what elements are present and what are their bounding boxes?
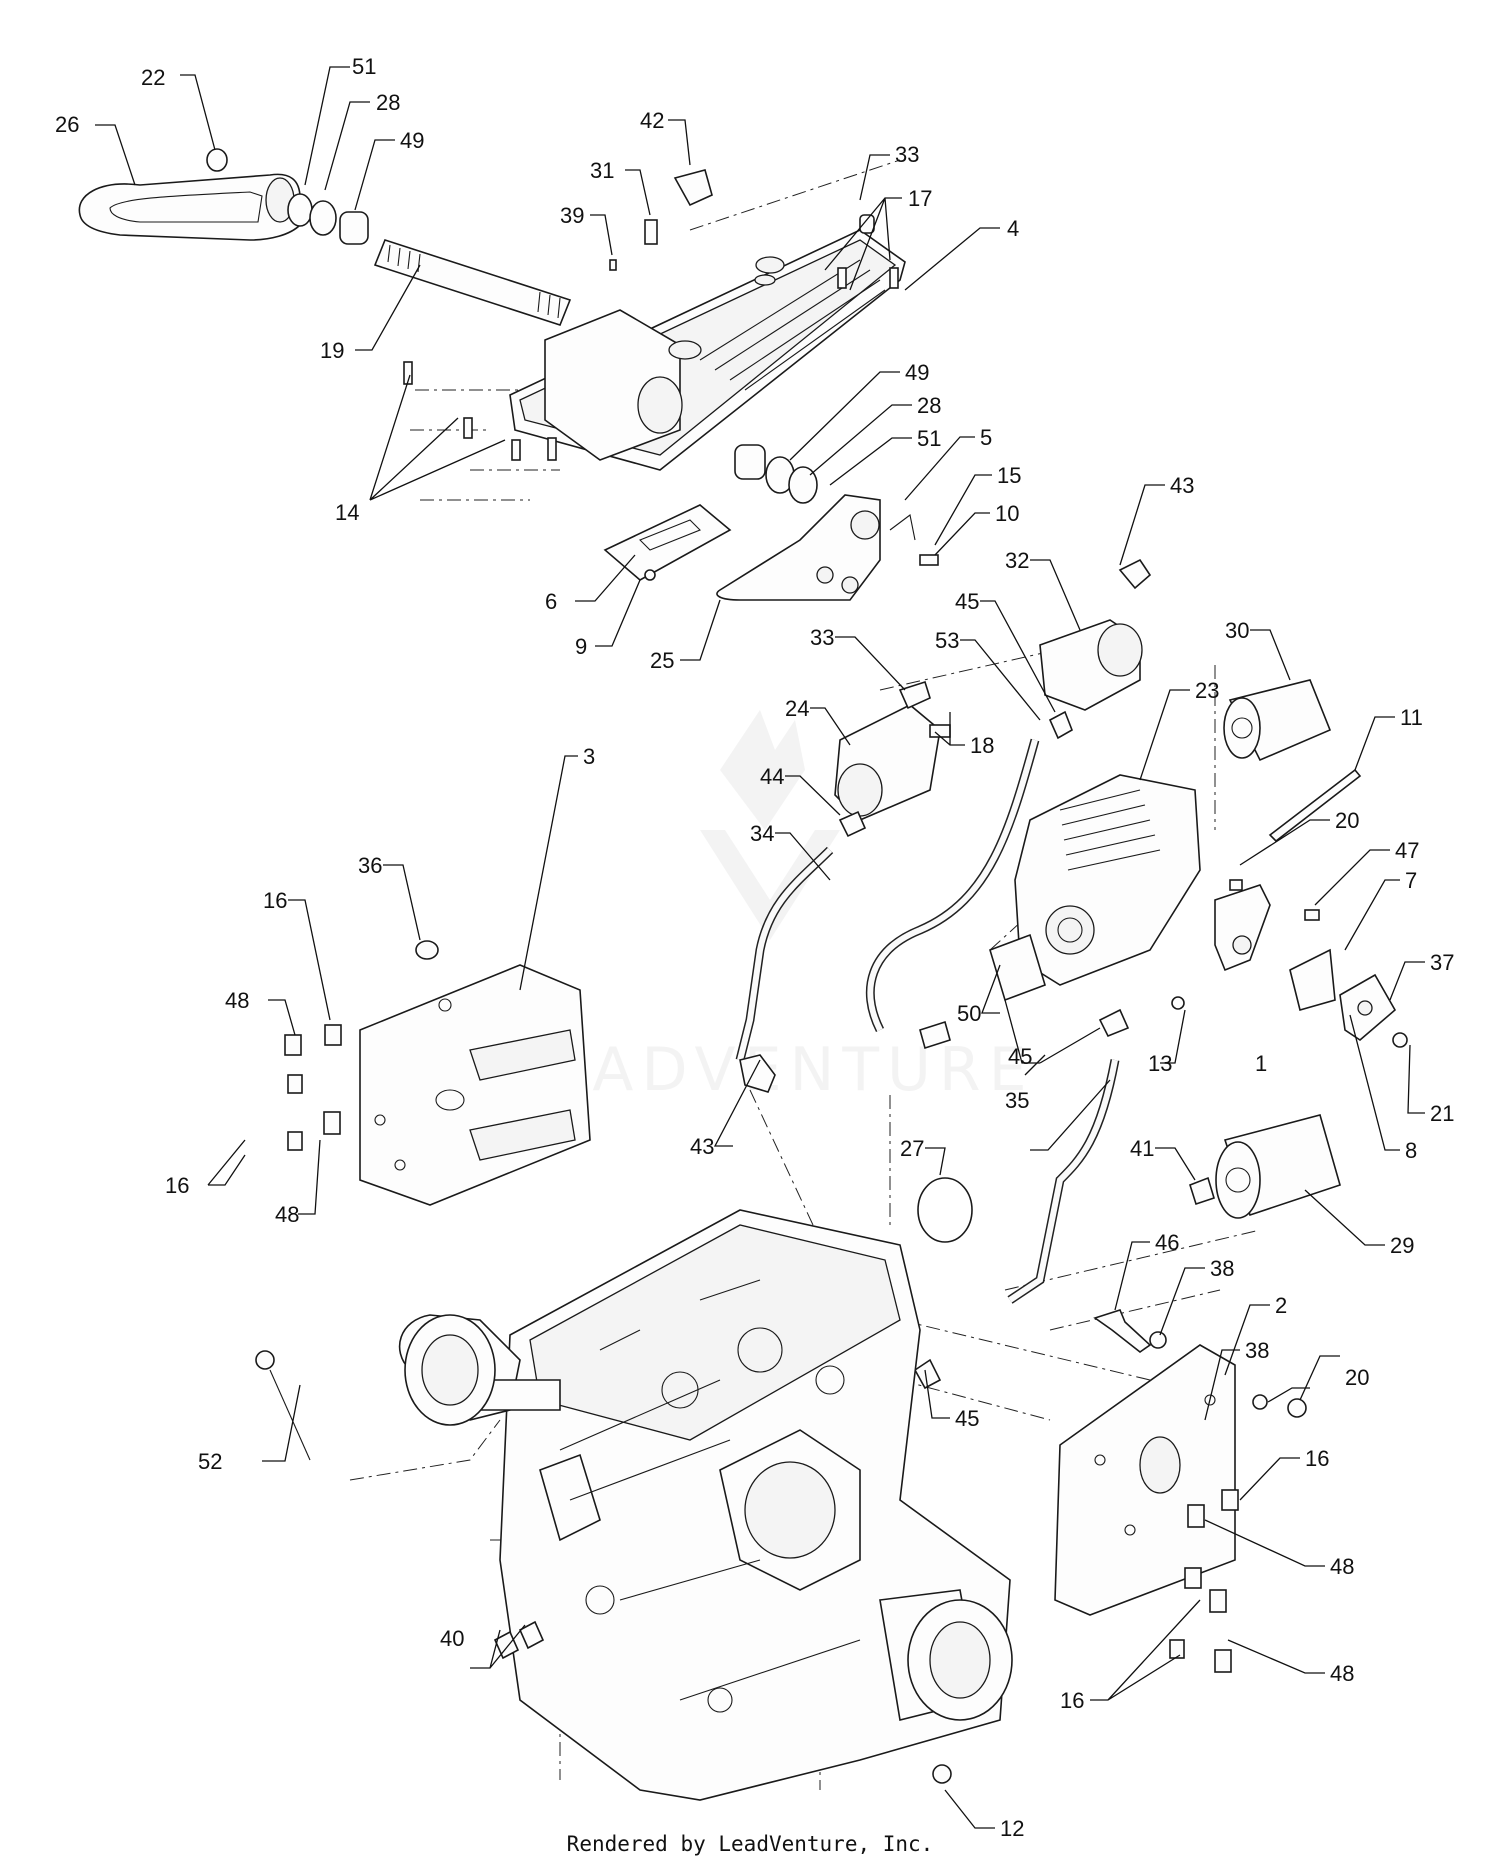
callout-10: 10 [995,501,1019,526]
fasteners-right [1093,1309,1307,1673]
callout-31: 31 [590,158,614,183]
callout-20-lower: 20 [1345,1365,1369,1390]
callout-1: 1 [1255,1051,1267,1076]
callout-17: 17 [908,186,932,211]
callout-46: 46 [1155,1230,1179,1255]
callout-15: 15 [997,463,1021,488]
transaxle-housing [398,1209,1013,1801]
callout-29: 29 [1390,1233,1414,1258]
callout-9: 9 [575,634,587,659]
housing-cover [509,229,906,471]
callout-22: 22 [141,65,165,90]
callout-43-top: 43 [1170,473,1194,498]
callout-40: 40 [440,1626,464,1651]
callout-25: 25 [650,648,674,673]
callout-33-mid: 33 [810,625,834,650]
callout-labels: 22 51 28 49 26 42 31 33 17 39 4 19 14 49… [55,54,1454,1841]
fasteners-left [284,940,439,1151]
callout-16-top-left: 16 [263,888,287,913]
callout-6: 6 [545,589,557,614]
pin-rod [1268,768,1362,843]
callout-43-lower: 43 [690,1134,714,1159]
callout-37: 37 [1430,950,1454,975]
callout-35: 35 [1005,1088,1029,1113]
callout-7: 7 [1405,868,1417,893]
callout-20-upper: 20 [1335,808,1359,833]
watermark-logo: LEADVENTURE [505,710,1027,1105]
callout-32: 32 [1005,548,1029,573]
callout-18: 18 [970,733,994,758]
callout-42: 42 [640,108,664,133]
callout-36: 36 [358,853,382,878]
small-fasteners-upper [403,169,899,461]
cover-plate [603,504,732,581]
callout-4: 4 [1007,216,1019,241]
callout-16-left: 16 [165,1173,189,1198]
callout-11: 11 [1400,705,1423,730]
callout-14: 14 [335,500,359,525]
leader-lines [95,66,1425,1829]
callout-8: 8 [1405,1138,1417,1163]
charge-pump [1039,558,1152,711]
oil-filter-lower [1189,1114,1341,1219]
callout-48-top-left: 48 [225,988,249,1013]
callout-41: 41 [1130,1136,1154,1161]
hydrostatic-pump [989,774,1201,1002]
lift-arm-right [716,494,939,601]
o-ring [917,1177,973,1243]
callout-30: 30 [1225,618,1249,643]
callout-45-top: 45 [955,589,979,614]
callout-50: 50 [957,1001,981,1026]
callout-19: 19 [320,338,344,363]
callout-13: 13 [1148,1051,1172,1076]
callout-51-lower: 51 [917,426,941,451]
callout-48-right: 48 [1330,1554,1354,1579]
callout-48-bottom: 48 [1330,1661,1354,1686]
callout-28-lower: 28 [917,393,941,418]
side-plate-right [1054,1344,1236,1616]
callout-3: 3 [583,744,595,769]
lift-arm-left [78,173,301,241]
callout-38-lower: 38 [1245,1338,1269,1363]
callout-2: 2 [1275,1293,1287,1318]
callout-39: 39 [560,203,584,228]
callout-16-bottom: 16 [1060,1688,1084,1713]
callout-28: 28 [376,90,400,115]
callout-5: 5 [980,425,992,450]
callout-26: 26 [55,112,79,137]
side-plate-left [359,964,591,1206]
callout-34: 34 [750,821,774,846]
callout-49: 49 [400,128,424,153]
callout-33-top: 33 [895,142,919,167]
callout-48-left: 48 [275,1202,299,1227]
drain-plugs [493,1620,545,1660]
callout-45-lower: 45 [955,1406,979,1431]
callout-21: 21 [1430,1101,1454,1126]
oil-filter-upper [1223,679,1332,762]
callout-51: 51 [352,54,376,79]
callout-23: 23 [1195,678,1219,703]
callout-49-lower: 49 [905,360,929,385]
callout-38-upper: 38 [1210,1256,1234,1281]
callout-53: 53 [935,628,959,653]
callout-52: 52 [198,1449,222,1474]
callout-16-right: 16 [1305,1446,1329,1471]
callout-27: 27 [900,1136,924,1161]
callout-45-mid: 45 [1008,1044,1032,1069]
hydraulic-lines [735,738,1120,1304]
callout-12: 12 [1000,1816,1024,1841]
hydraulic-motor [834,680,951,821]
seal-rings-upper [206,148,369,245]
fittings [255,710,1130,1784]
seal-rings-lower [734,444,818,504]
callout-47: 47 [1395,838,1419,863]
footer-credit: Rendered by LeadVenture, Inc. [566,1832,934,1856]
callout-24: 24 [785,696,809,721]
splined-shaft [373,239,572,326]
control-brackets [1171,879,1408,1048]
callout-44: 44 [760,764,784,789]
